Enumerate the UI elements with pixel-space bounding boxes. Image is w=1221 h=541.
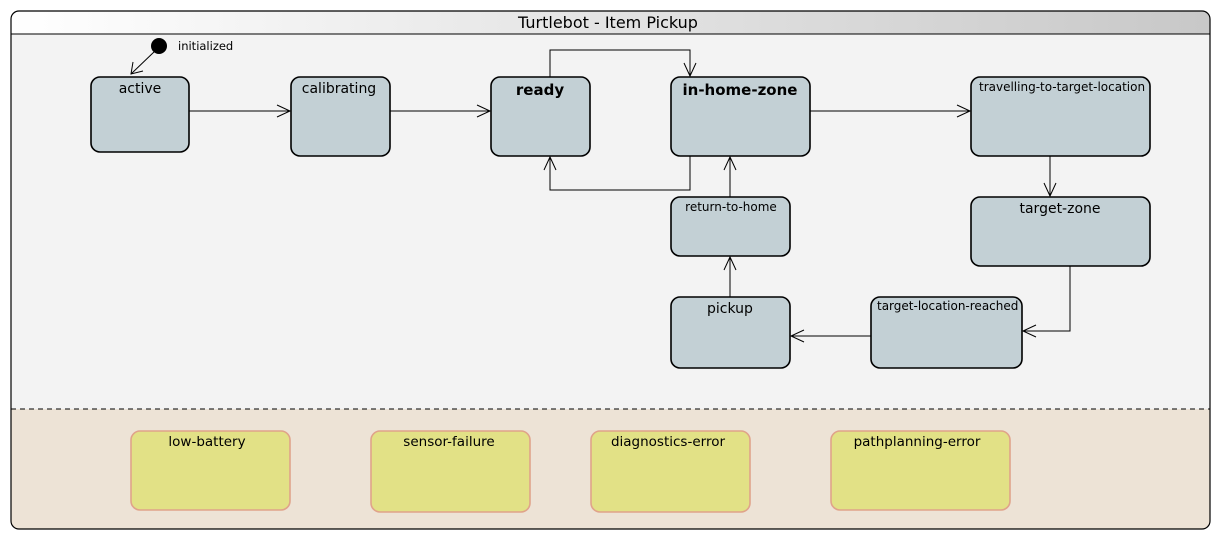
state-label: calibrating [302,81,376,97]
initial-pseudostate [151,38,167,54]
state-in-home-zone[interactable]: in-home-zone [670,76,811,157]
state-label: pathplanning-error [854,434,981,450]
state-travelling-to-target-location[interactable]: travelling-to-target-location [970,76,1151,157]
state-return-to-home[interactable]: return-to-home [670,196,791,257]
transition-ready-to-in-home-zone [549,49,691,77]
state-active[interactable]: active [90,76,190,153]
arrowhead-active-to-calibrating [276,104,292,118]
state-ready[interactable]: ready [490,76,591,157]
error-state-diagnostics-error[interactable]: diagnostics-error [590,430,751,513]
state-label: target-zone [1019,201,1100,217]
error-state-low-battery[interactable]: low-battery [130,430,291,511]
transitions [130,49,1071,343]
arrowhead-travelling-to-target-zone [1043,182,1057,198]
transition-in-home-zone-to-ready [549,156,691,191]
state-pickup[interactable]: pickup [670,296,791,369]
arrowhead-pickup-to-return-to-home [723,255,737,271]
state-label: pickup [707,301,753,317]
state-label: travelling-to-target-location [979,80,1145,94]
transition-target-zone-to-reached [1023,266,1071,332]
arrowhead-ready-to-in-home-zone [683,62,697,78]
arrowhead-in-home-zone-to-ready [543,155,557,171]
arrowhead-return-to-home-to-in-home-zone [723,155,737,171]
state-label: sensor-failure [403,434,494,450]
composite-state-frame [10,10,1211,530]
title-bar [11,11,1210,34]
initial-transition-label: initialized [178,39,233,53]
arrowhead-initial-to-active [130,61,144,75]
state-label: ready [516,81,564,99]
error-state-pathplanning-error[interactable]: pathplanning-error [830,430,1011,511]
state-target-zone[interactable]: target-zone [970,196,1151,267]
diagram-title: Turtlebot - Item Pickup [517,13,698,32]
arrowhead-reached-to-pickup [789,329,805,343]
error-state-sensor-failure[interactable]: sensor-failure [370,430,531,513]
state-label: diagnostics-error [611,434,726,450]
transition-initial-to-active [130,50,156,75]
state-label: low-battery [168,434,245,450]
state-label: target-location-reached [877,299,1018,313]
arrowhead-target-zone-to-reached [1021,324,1037,338]
state-target-location-reached[interactable]: target-location-reached [870,296,1023,369]
state-label: active [119,81,162,97]
arrowhead-in-home-zone-to-travelling [956,104,972,118]
arrowhead-calibrating-to-ready [476,104,492,118]
state-label: return-to-home [685,200,777,214]
state-label: in-home-zone [683,81,798,99]
state-calibrating[interactable]: calibrating [290,76,391,157]
